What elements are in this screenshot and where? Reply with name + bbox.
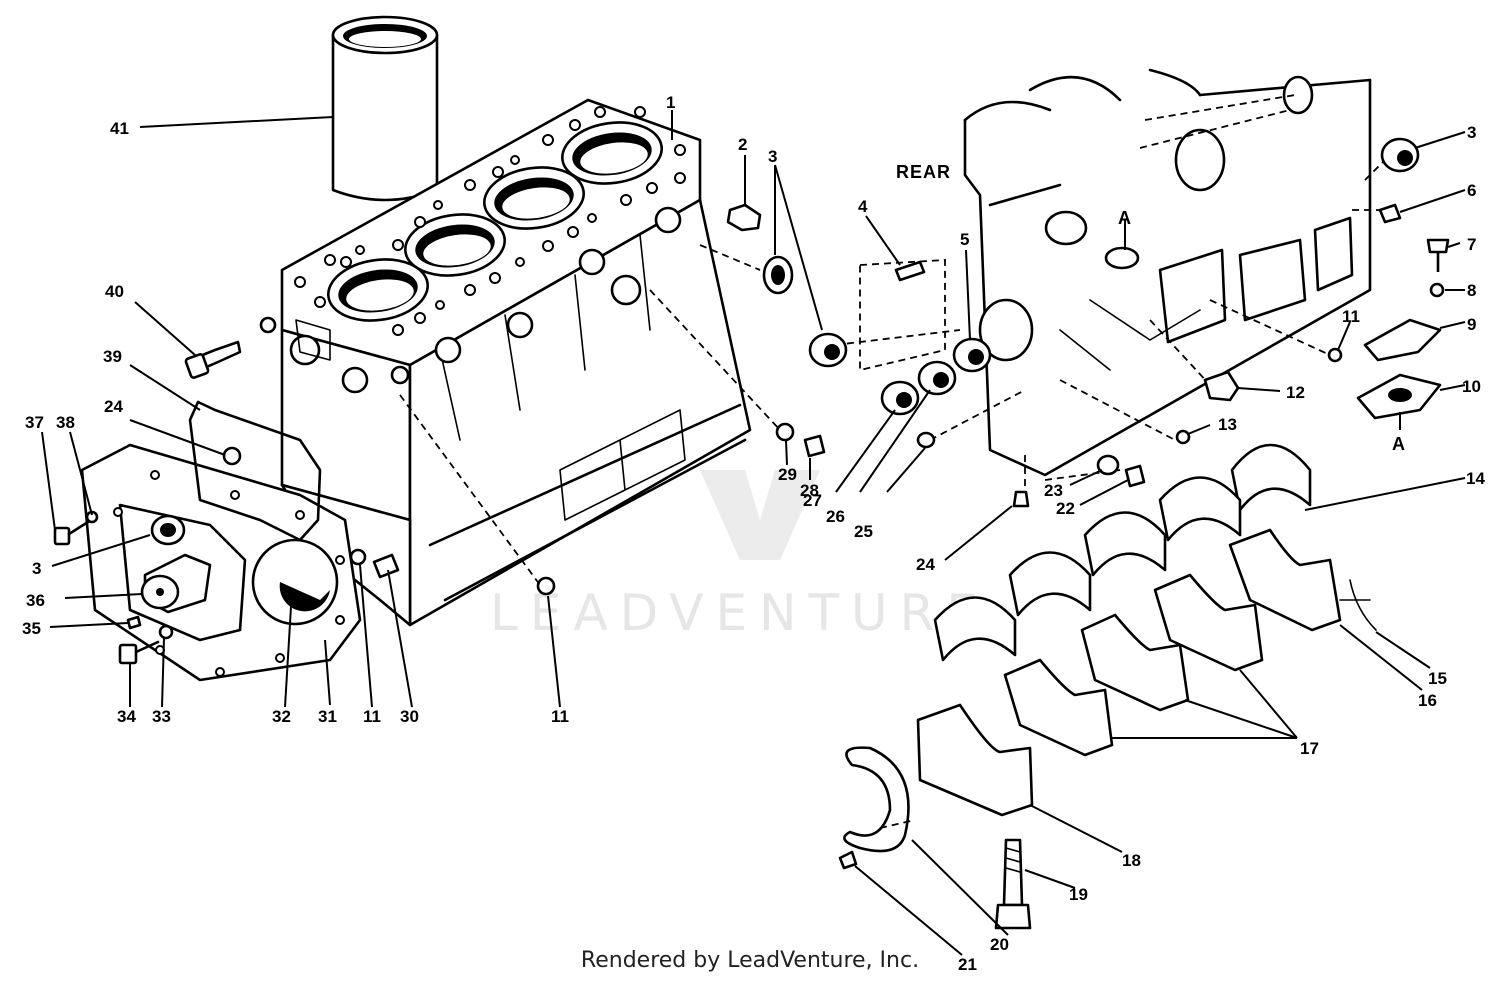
- pin-21: [838, 850, 858, 870]
- callout-22: 22: [1056, 499, 1075, 518]
- callout-17: 17: [1300, 739, 1319, 758]
- leader-lines: [41, 110, 1466, 956]
- rear-block-view: [963, 68, 1372, 477]
- bolt-34: [118, 640, 160, 665]
- callout-11-left: 11: [363, 707, 381, 726]
- callout-10: 10: [1462, 377, 1481, 396]
- callout-28: 28: [800, 481, 819, 500]
- callout-7: 7: [1467, 235, 1476, 254]
- callout-13: 13: [1218, 415, 1237, 434]
- callout-39: 39: [103, 347, 122, 366]
- watermark-logo-icon: [700, 470, 820, 560]
- dowel-pin-4: [894, 260, 926, 282]
- callout-9: 9: [1467, 315, 1476, 334]
- watermark-text: LEADVENTURE: [490, 584, 990, 642]
- callout-24-left: 24: [104, 397, 123, 416]
- engine-block: [259, 98, 752, 627]
- callout-5: 5: [960, 230, 969, 249]
- callout-numbers: 41 1 2 3 40 39 24 37 38 3 36 35 34 33 32…: [22, 93, 1485, 974]
- callout-18: 18: [1122, 851, 1141, 870]
- cylinder-bores: [327, 121, 663, 322]
- callout-29: 29: [778, 465, 797, 484]
- callout-1: 1: [666, 93, 675, 112]
- bolt-2: [726, 203, 762, 232]
- seal-3: [762, 255, 794, 295]
- callout-24-right: 24: [916, 555, 935, 574]
- callout-36: 36: [26, 591, 45, 610]
- rendered-by-footer: Rendered by LeadVenture, Inc.: [580, 948, 920, 973]
- callout-3-left: 3: [32, 559, 41, 578]
- cap-bolt-19: [994, 838, 1032, 930]
- main-bearing-caps: [916, 528, 1377, 817]
- main-bearing-shells: [933, 443, 1312, 662]
- section-a-label-top: A: [1118, 208, 1132, 228]
- head-bolt-holes: [294, 106, 686, 336]
- callout-21: 21: [958, 955, 977, 974]
- callout-20: 20: [990, 935, 1009, 954]
- callout-33: 33: [152, 707, 171, 726]
- callout-3-top: 3: [768, 147, 777, 166]
- callout-19: 19: [1069, 885, 1088, 904]
- callout-32: 32: [272, 707, 291, 726]
- cam-bushings: [808, 137, 1420, 416]
- callout-15: 15: [1428, 669, 1447, 688]
- callout-37: 37: [25, 413, 44, 432]
- callout-4: 4: [858, 197, 868, 216]
- callout-23: 23: [1044, 481, 1063, 500]
- section-a-label-bottom: A: [1392, 434, 1406, 454]
- callout-16: 16: [1418, 691, 1437, 710]
- callout-14: 14: [1466, 469, 1485, 488]
- callout-41: 41: [110, 119, 129, 138]
- callout-38: 38: [56, 413, 75, 432]
- callout-11-mid: 11: [551, 707, 569, 726]
- front-plate-gasket: [188, 400, 322, 542]
- callout-6: 6: [1467, 181, 1476, 200]
- callout-40: 40: [105, 282, 124, 301]
- callout-3-right: 3: [1467, 123, 1476, 142]
- callout-12: 12: [1286, 383, 1305, 402]
- callout-11-right: 11: [1342, 307, 1360, 326]
- bolt-40: [184, 340, 242, 379]
- bolt-37: [53, 520, 90, 546]
- cylinder-liner: [331, 15, 439, 202]
- watermark: LEADVENTURE: [490, 470, 990, 642]
- callout-34: 34: [117, 707, 136, 726]
- thrust-ring: [843, 746, 910, 853]
- callout-30: 30: [400, 707, 419, 726]
- callout-2: 2: [738, 135, 747, 154]
- dashed-guide-lines: [399, 94, 1396, 829]
- callout-26: 26: [826, 507, 845, 526]
- callout-8: 8: [1467, 281, 1476, 300]
- callout-27: 27: [803, 491, 822, 510]
- small-parts-left: [85, 422, 826, 640]
- callout-35: 35: [22, 619, 41, 638]
- callout-31: 31: [318, 707, 337, 726]
- small-parts-right: [916, 203, 1450, 508]
- rear-label: REAR: [896, 162, 951, 182]
- idler-shaft: [140, 514, 212, 614]
- callout-25: 25: [854, 522, 873, 541]
